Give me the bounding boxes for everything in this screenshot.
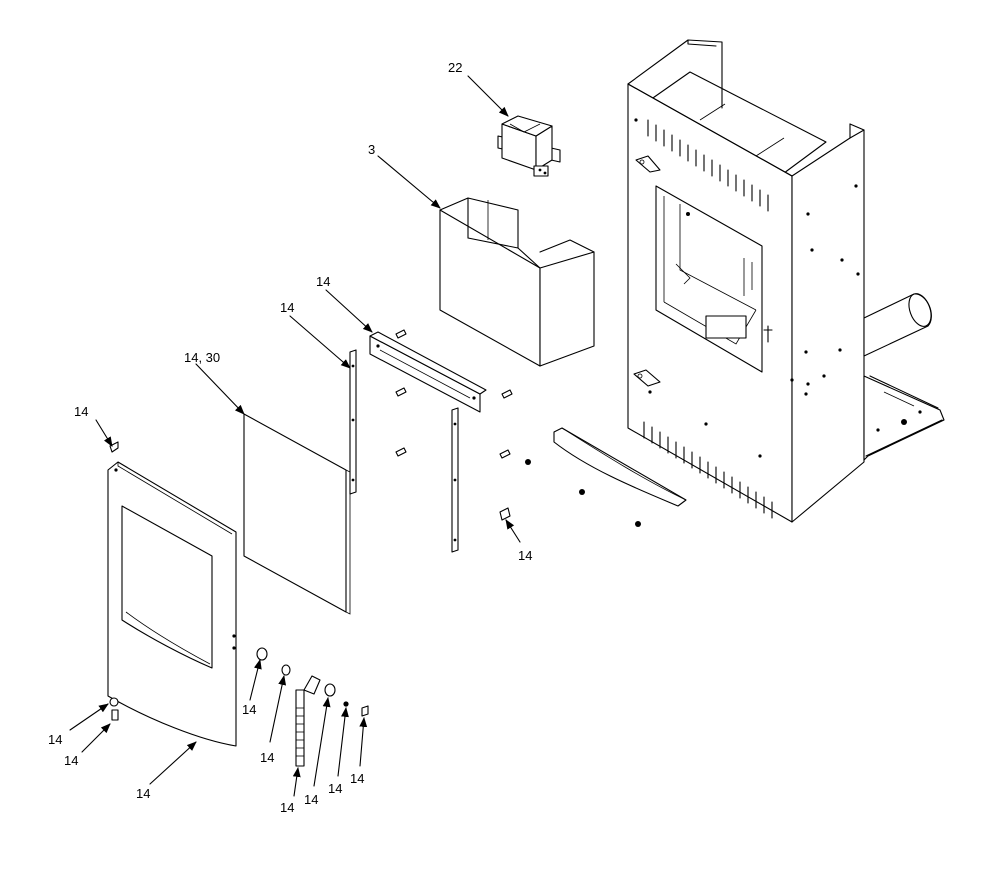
door-handle-hardware <box>256 647 369 767</box>
callout-22: 22 <box>448 60 462 75</box>
part-22-hopper-chute <box>497 115 561 177</box>
stove-body <box>627 39 945 523</box>
vent-slots-top <box>647 119 769 212</box>
callout-14-screw: 14 <box>74 404 88 419</box>
lower-deflector <box>553 427 687 527</box>
callout-14-strip: 14 <box>280 300 294 315</box>
callout-14-hardware-3: 14 <box>350 771 364 786</box>
exhaust-pipe <box>863 293 932 357</box>
leader-lines <box>69 75 521 797</box>
part-3-heat-shield <box>439 197 595 367</box>
vertical-strip-right <box>451 407 459 553</box>
callout-3: 3 <box>368 142 375 157</box>
callout-14-hardware-1: 14 <box>304 792 318 807</box>
top-rail-bracket <box>369 331 487 413</box>
callout-14-door: 14 <box>136 786 150 801</box>
callout-14-hardware-2: 14 <box>328 781 342 796</box>
callout-14-30-glass: 14, 30 <box>184 350 220 365</box>
callout-14-right-screw: 14 <box>518 548 532 563</box>
callout-14-washer-2: 14 <box>260 750 274 765</box>
mounting-screws <box>395 329 531 521</box>
base-pan <box>863 375 945 461</box>
part-14-30-glass-panel <box>243 413 351 615</box>
callout-14-bolt: 14 <box>64 753 78 768</box>
callout-14-top-bracket: 14 <box>316 274 330 289</box>
callout-14-handle: 14 <box>280 800 294 815</box>
callout-14-nut: 14 <box>48 732 62 747</box>
callout-labels: 22 3 14 14 14, 30 14 14 14 14 14 14 14 1… <box>48 60 532 815</box>
vertical-strip-left <box>349 349 357 495</box>
callout-14-washer-1: 14 <box>242 702 256 717</box>
door-hardware-left <box>109 441 119 721</box>
firebox-opening <box>655 185 773 373</box>
vent-slots-bottom <box>643 421 773 519</box>
door-frame <box>107 461 237 747</box>
